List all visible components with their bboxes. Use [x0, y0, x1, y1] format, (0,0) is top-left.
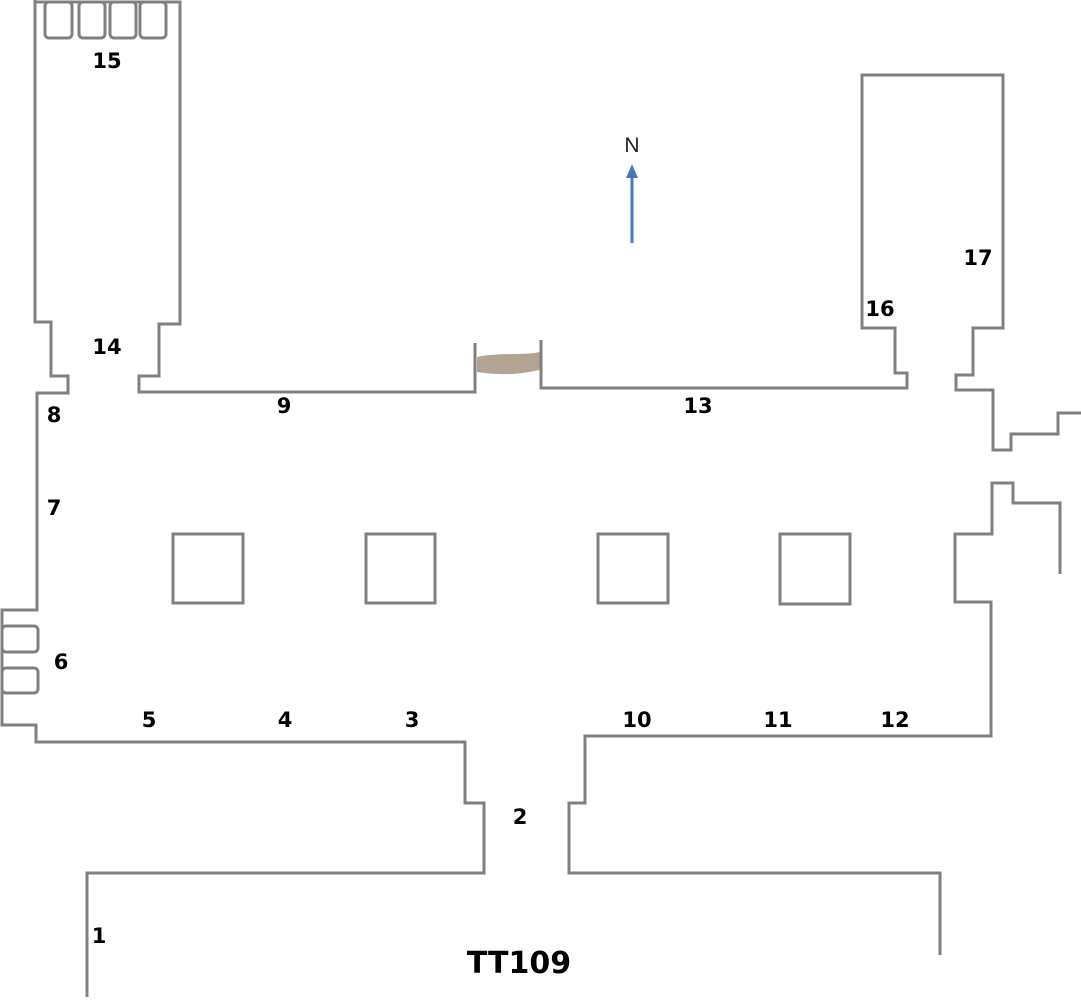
label-11: 11 [763, 708, 792, 732]
wall-east [567, 481, 1062, 955]
room-15-top-wall [35, 0, 477, 394]
label-17: 17 [963, 246, 992, 270]
plan-title: TT109 [467, 946, 571, 981]
label-10: 10 [622, 708, 651, 732]
wall-north-east [539, 73, 1081, 452]
pillar [596, 532, 670, 605]
label-5: 5 [142, 708, 157, 732]
wall-west [0, 0, 486, 997]
north-label: N [624, 134, 639, 157]
pillar [778, 532, 852, 606]
room-15-niches [43, 0, 168, 40]
north-arrow-icon [626, 164, 638, 243]
label-3: 3 [405, 708, 420, 732]
label-16: 16 [865, 297, 894, 321]
label-6: 6 [54, 650, 69, 674]
pillar [364, 532, 437, 605]
label-2: 2 [513, 805, 528, 829]
label-9: 9 [277, 394, 292, 418]
label-1: 1 [92, 924, 107, 948]
pillar [171, 532, 245, 605]
rubble-blockage [477, 352, 540, 375]
label-12: 12 [880, 708, 909, 732]
label-7: 7 [47, 496, 62, 520]
label-4: 4 [278, 708, 293, 732]
label-8: 8 [47, 403, 62, 427]
label-13: 13 [683, 394, 712, 418]
label-15: 15 [92, 49, 121, 73]
pillars [171, 532, 852, 606]
label-14: 14 [92, 335, 121, 359]
room-6-niches [0, 624, 40, 695]
